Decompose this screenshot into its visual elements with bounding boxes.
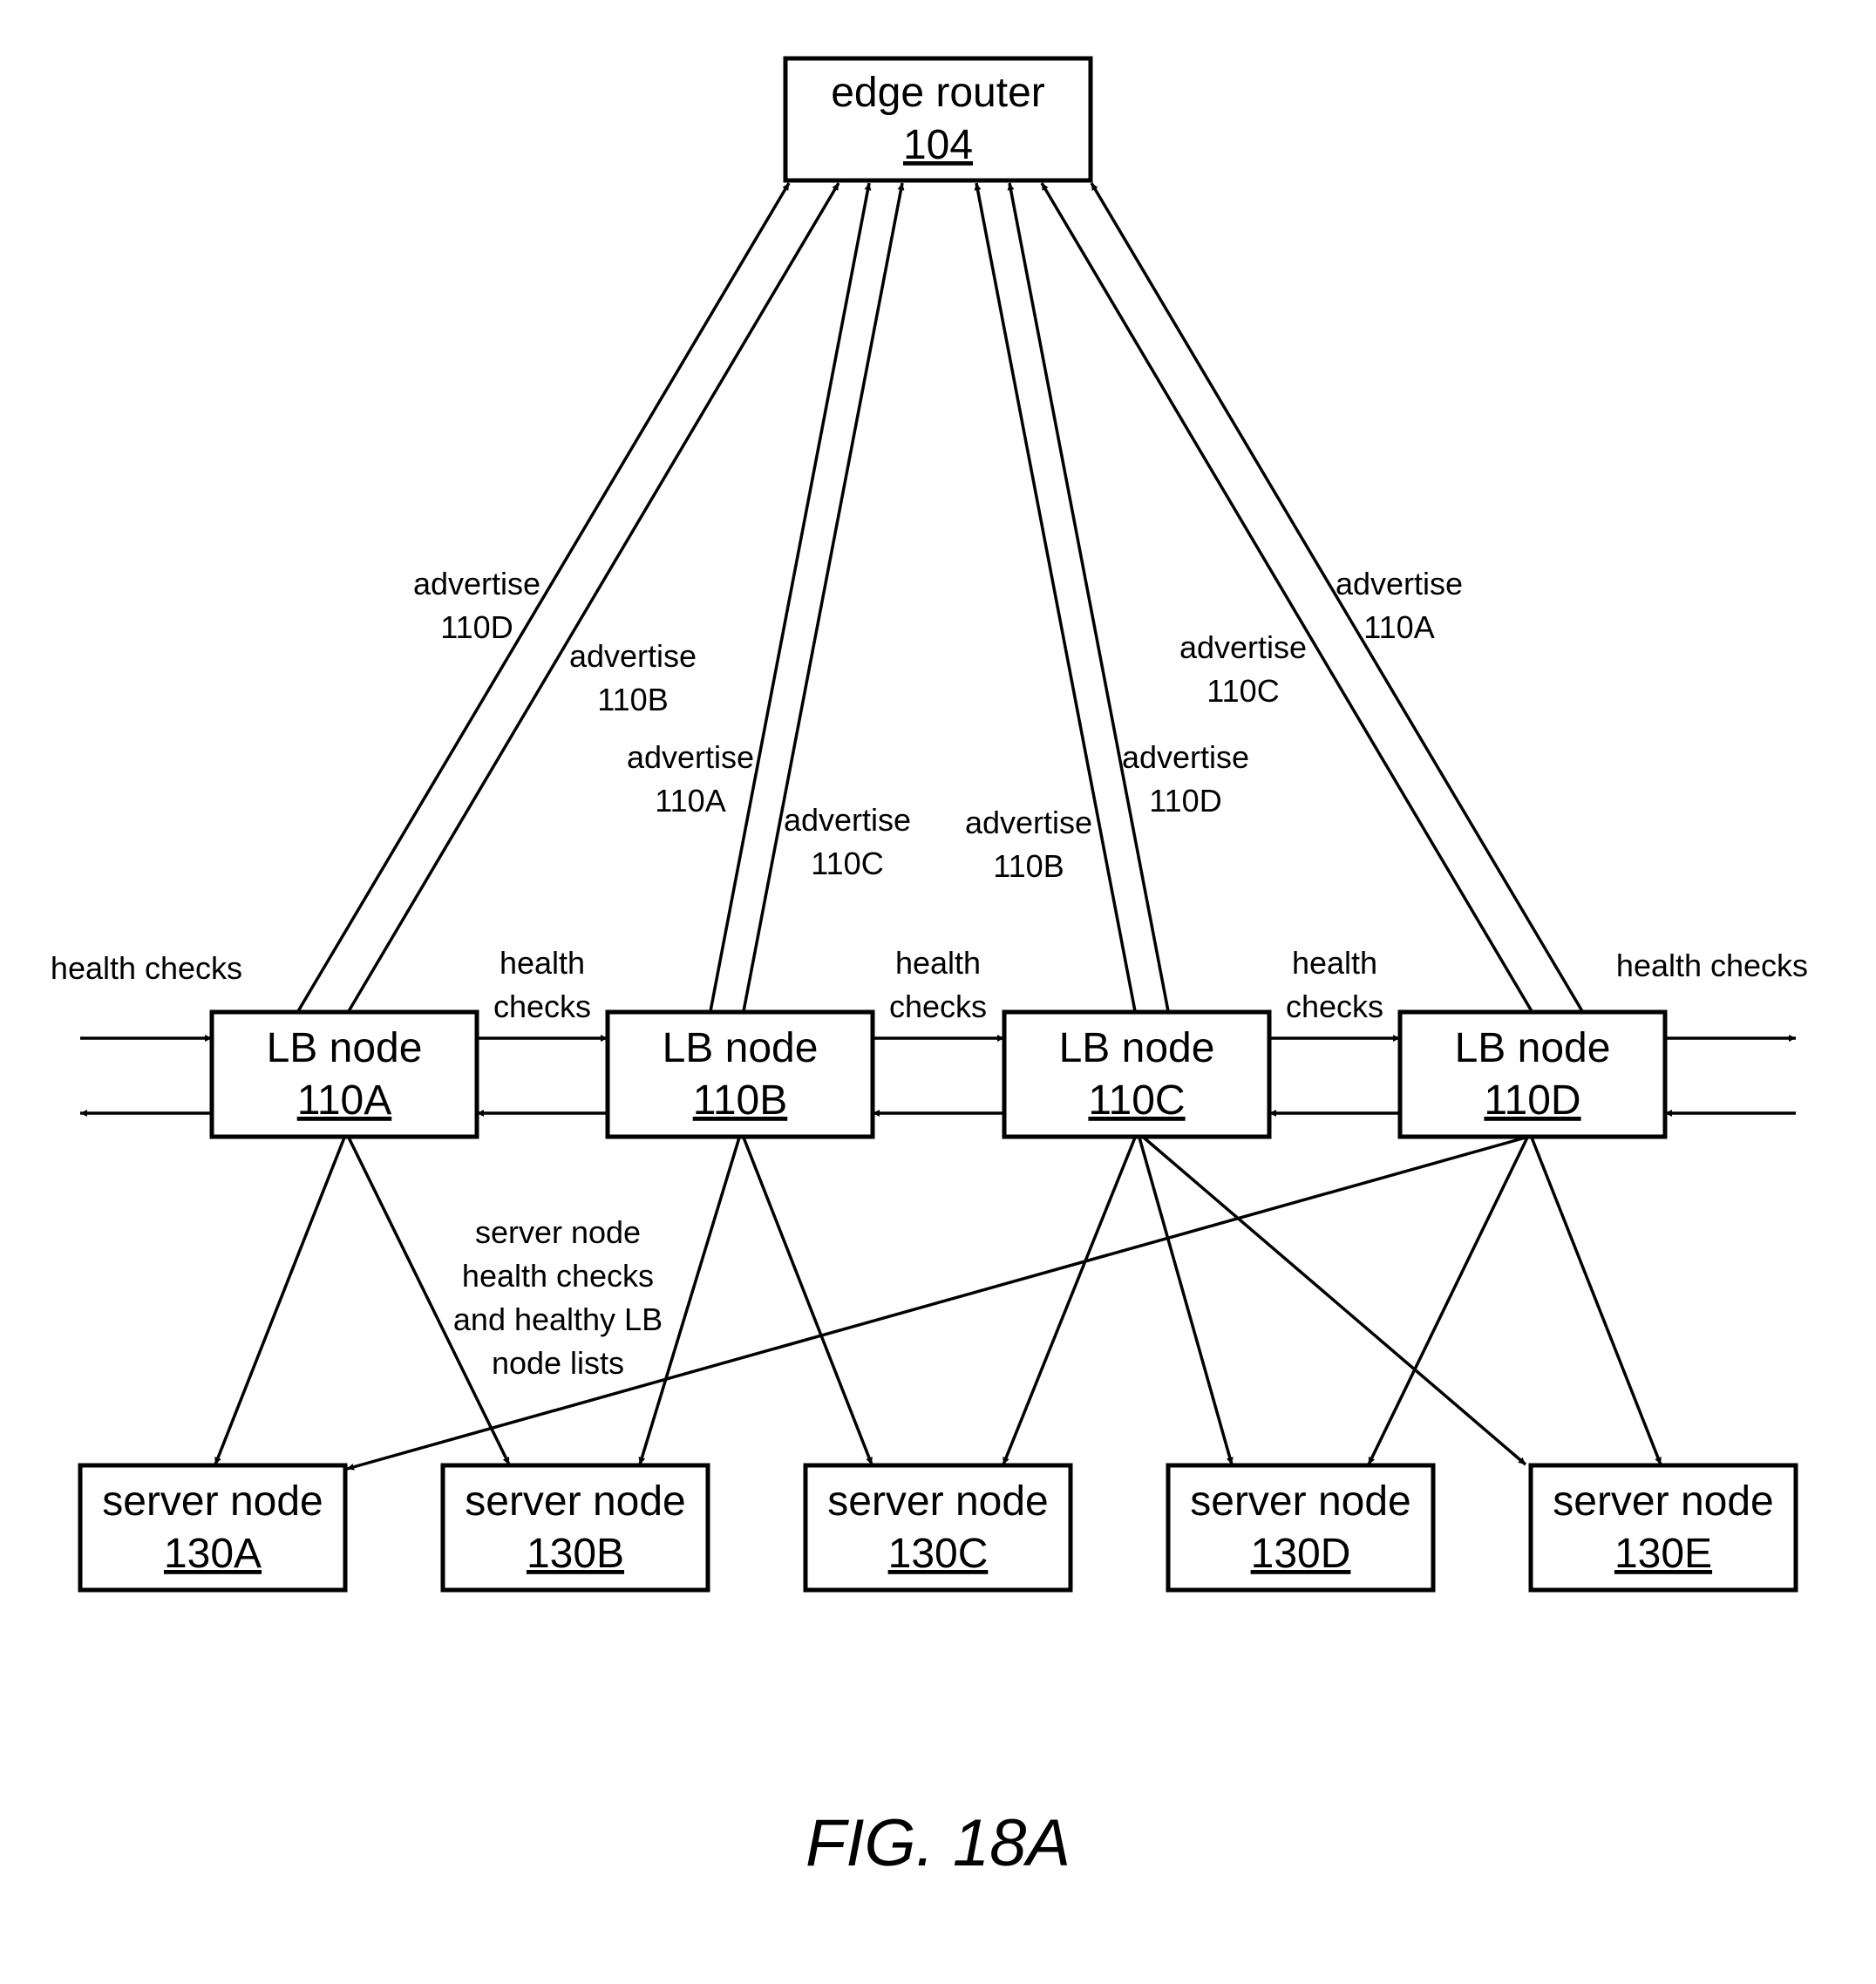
advertise-arrow-110b-to-router-1 — [710, 183, 869, 1011]
server-node-title: server node — [102, 1478, 323, 1525]
lb-node-box-110d: LB node 110D — [1400, 1012, 1665, 1137]
edge-router-box: edge router 104 — [785, 58, 1091, 180]
health-label-line2: checks — [493, 989, 591, 1024]
server-node-title: server node — [827, 1478, 1048, 1525]
health-checks-label-a-b: health checks — [493, 945, 591, 1024]
advertise-arrow-110a-to-router-1 — [298, 183, 789, 1011]
advertise-label-line2: 110C — [811, 846, 883, 881]
server-node-box-130e: server node 130E — [1531, 1465, 1796, 1590]
health-label-line2: checks — [889, 989, 987, 1024]
advertise-arrow-110c-to-router-1 — [976, 183, 1135, 1011]
edge-router-ref: 104 — [903, 122, 973, 168]
lb-node-ref: 110D — [1484, 1077, 1580, 1124]
server-health-label-line: server node — [475, 1214, 641, 1250]
server-node-ref: 130C — [888, 1531, 989, 1577]
server-node-title: server node — [465, 1478, 685, 1525]
server-node-box-130b: server node 130B — [443, 1465, 708, 1590]
server-health-arrows — [215, 1138, 1661, 1469]
advertise-label-line2: 110C — [1206, 673, 1279, 709]
arrow-110d-to-130d — [1369, 1138, 1527, 1464]
advertise-label-4: advertise 110C — [784, 802, 911, 881]
health-label-line1: health — [500, 945, 585, 981]
advertise-label-6: advertise 110D — [1122, 739, 1249, 819]
server-health-label-line: health checks — [462, 1258, 654, 1294]
advertise-label-line1: advertise — [413, 566, 540, 601]
lb-node-box-110a: LB node 110A — [212, 1012, 477, 1137]
health-label-line1: health — [1292, 945, 1377, 981]
figure-caption: FIG. 18A — [805, 1806, 1071, 1880]
server-health-label-line: node lists — [492, 1345, 624, 1381]
advertise-label-line2: 110D — [440, 609, 513, 645]
advertise-label-line1: advertise — [627, 739, 754, 775]
arrow-110b-to-130c — [744, 1138, 872, 1464]
lb-node-ref: 110C — [1088, 1077, 1185, 1124]
lb-node-box-110b: LB node 110B — [608, 1012, 873, 1137]
server-node-ref: 130D — [1251, 1531, 1351, 1577]
server-node-ref: 130E — [1614, 1531, 1712, 1577]
advertise-label-line1: advertise — [1336, 566, 1463, 601]
advertise-label-line2: 110A — [655, 783, 725, 819]
advertise-label-3: advertise 110A — [627, 739, 754, 819]
advertise-label-line1: advertise — [569, 638, 697, 674]
lb-node-ref: 110A — [297, 1077, 392, 1124]
server-health-label: server node health checks and healthy LB… — [453, 1214, 663, 1381]
advertise-label-5: advertise 110B — [965, 805, 1092, 884]
lb-node-title: LB node — [1059, 1025, 1215, 1071]
lb-node-title: LB node — [1455, 1025, 1611, 1071]
advertise-label-line2: 110B — [597, 682, 668, 717]
arrow-110a-to-130a — [215, 1138, 344, 1464]
server-node-title: server node — [1553, 1478, 1773, 1525]
advertise-label-line1: advertise — [1122, 739, 1249, 775]
lb-node-box-110c: LB node 110C — [1004, 1012, 1269, 1137]
arrow-110d-to-130e — [1532, 1138, 1661, 1464]
server-node-title: server node — [1190, 1478, 1410, 1525]
advertise-arrow-110b-to-router-2 — [744, 183, 902, 1011]
advertise-arrow-110c-to-router-2 — [1009, 183, 1168, 1011]
advertise-label-line1: advertise — [965, 805, 1092, 840]
advertise-label-line1: advertise — [1179, 629, 1307, 665]
advertise-label-line2: 110B — [993, 848, 1064, 884]
arrow-110c-to-130e — [1144, 1138, 1526, 1464]
server-health-label-line: and healthy LB — [453, 1301, 663, 1337]
health-checks-label-b-c: health checks — [889, 945, 987, 1024]
server-node-ref: 130A — [164, 1531, 262, 1577]
health-checks-label-left: health checks — [51, 950, 242, 986]
advertise-label-line1: advertise — [784, 802, 911, 838]
server-node-ref: 130B — [527, 1531, 624, 1577]
server-node-box-130d: server node 130D — [1168, 1465, 1433, 1590]
lb-node-title: LB node — [663, 1025, 819, 1071]
health-checks-label-c-d: health checks — [1286, 945, 1383, 1024]
health-label-line1: health — [895, 945, 981, 981]
server-node-box-130c: server node 130C — [805, 1465, 1071, 1590]
arrow-110c-to-130d — [1139, 1138, 1232, 1464]
advertise-label-8: advertise 110A — [1336, 566, 1463, 645]
advertise-label-line2: 110A — [1363, 609, 1434, 645]
arrow-110c-to-130c — [1003, 1138, 1135, 1464]
edge-router-title: edge router — [831, 70, 1045, 116]
lb-node-title: LB node — [267, 1025, 423, 1071]
health-checks-label-right: health checks — [1616, 948, 1808, 983]
server-node-box-130a: server node 130A — [80, 1465, 345, 1590]
lb-node-ref: 110B — [693, 1077, 788, 1124]
health-label-line2: checks — [1286, 989, 1383, 1024]
advertise-label-7: advertise 110C — [1179, 629, 1307, 709]
advertise-label-2: advertise 110B — [569, 638, 697, 717]
advertise-label-line2: 110D — [1149, 783, 1221, 819]
